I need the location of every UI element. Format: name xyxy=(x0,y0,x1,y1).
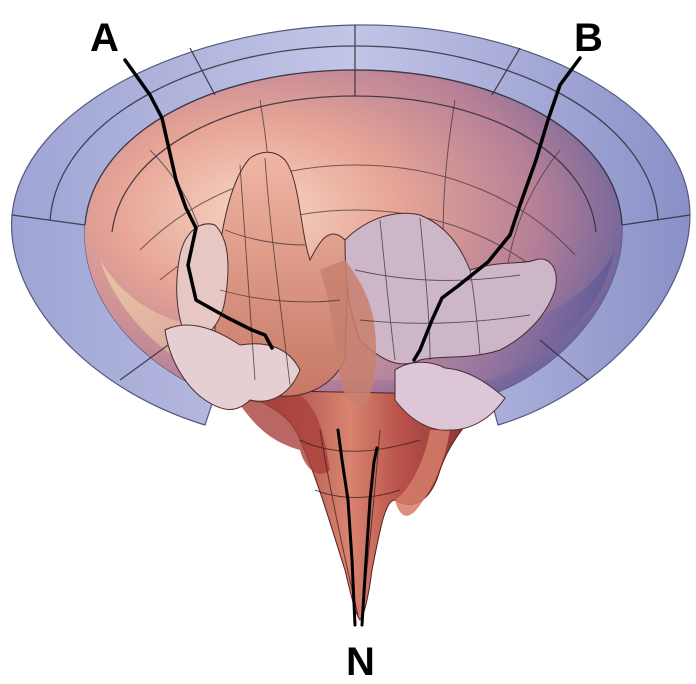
label-n: N xyxy=(346,642,375,682)
label-b: B xyxy=(574,18,603,58)
label-a: A xyxy=(90,18,119,58)
